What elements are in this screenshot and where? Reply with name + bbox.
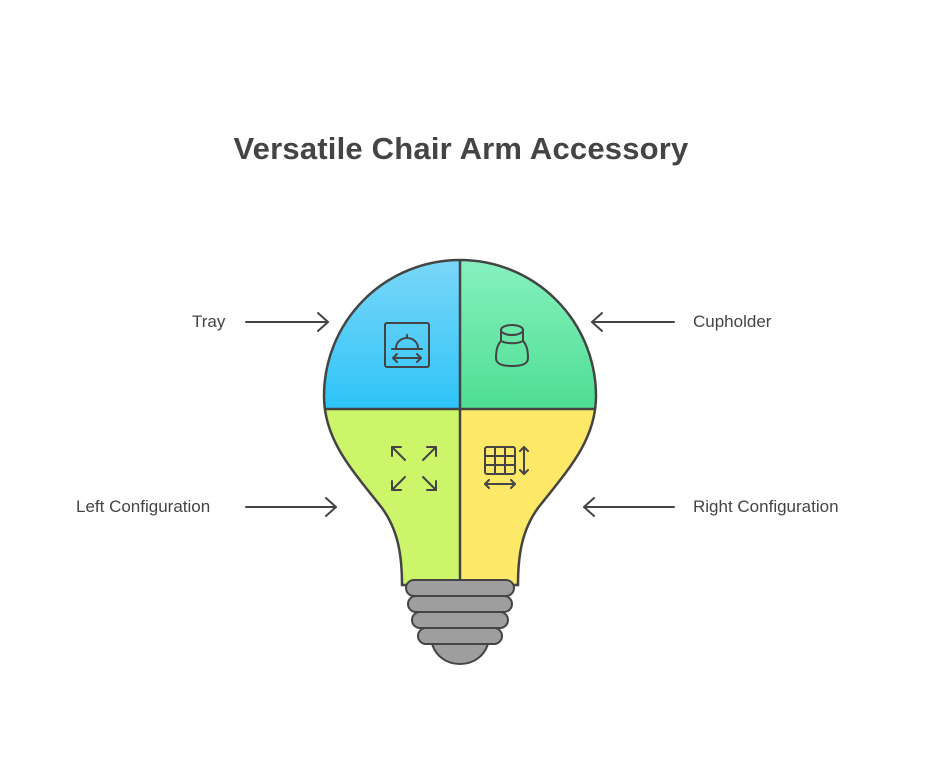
label-left-configuration: Left Configuration: [76, 497, 211, 516]
arrow-cupholder: [591, 312, 675, 332]
resize-grid-icon: [484, 446, 529, 489]
arrow-right-configuration: [583, 497, 675, 517]
label-right-configuration: Right Configuration: [693, 497, 839, 516]
bulb-base: [405, 579, 515, 666]
arrow-tray: [245, 312, 329, 332]
cup-icon: [495, 324, 529, 367]
expand-icon: [391, 446, 437, 491]
label-tray: Tray: [192, 312, 226, 331]
quadrant-cupholder: [460, 260, 596, 409]
diagram-title: Versatile Chair Arm Accessory: [233, 131, 689, 166]
arrow-left-configuration: [245, 497, 337, 517]
tray-icon: [384, 322, 430, 368]
label-cupholder: Cupholder: [693, 312, 772, 331]
